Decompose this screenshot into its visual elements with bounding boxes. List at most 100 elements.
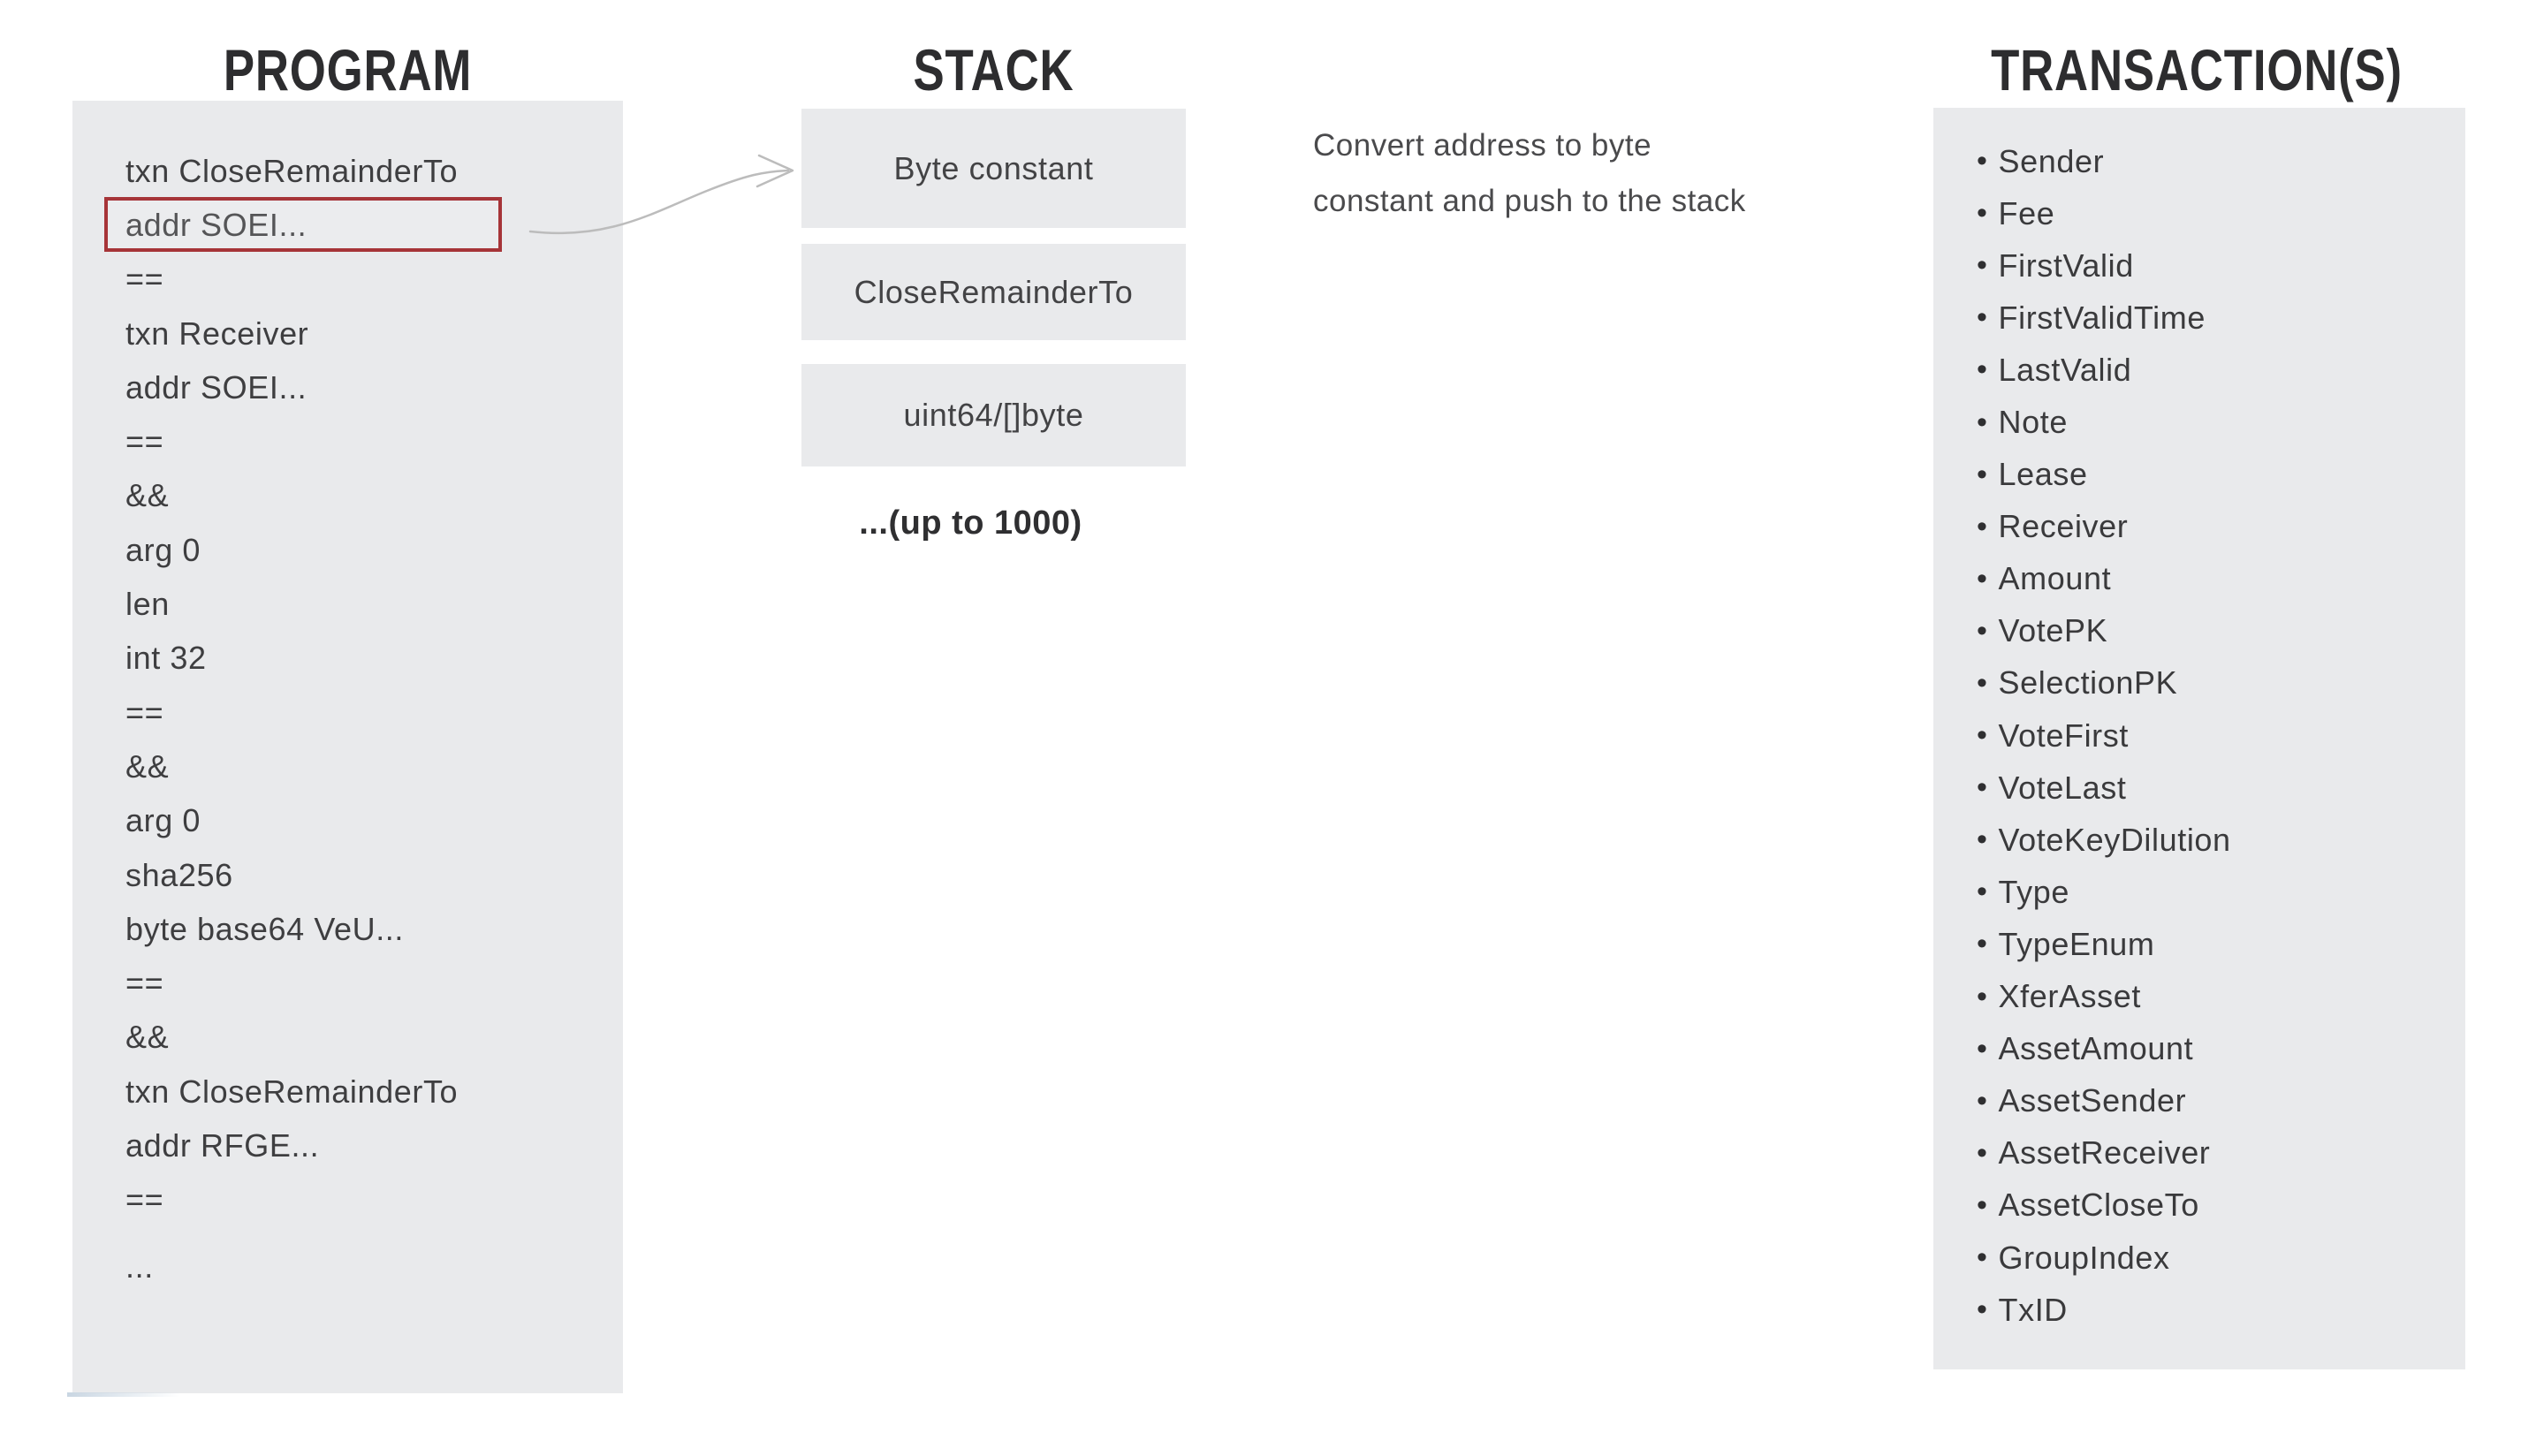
transaction-field: • VotePK	[1977, 605, 2465, 657]
program-line: txn CloseRemainderTo	[125, 152, 459, 189]
transaction-field: • FirstValid	[1977, 239, 2465, 292]
bullet-icon: •	[1977, 561, 1988, 595]
program-line: txn Receiver	[125, 315, 309, 352]
transaction-field-label: AssetCloseTo	[1998, 1187, 2199, 1224]
bullet-icon: •	[1977, 353, 1988, 387]
transaction-field-label: FirstValid	[1998, 246, 2134, 284]
transaction-field-label: Amount	[1998, 560, 2112, 597]
bullet-icon: •	[1977, 1293, 1988, 1327]
bullet-icon: •	[1977, 248, 1988, 283]
bullet-icon: •	[1977, 405, 1988, 439]
transaction-field: •TypeEnum	[1977, 918, 2465, 970]
transaction-field: • TxID	[1977, 1284, 2465, 1336]
transaction-field-label: AssetReceiver	[1998, 1134, 2211, 1172]
accent-line	[67, 1392, 180, 1397]
program-panel: txn CloseRemainderTo addr SOEI... == txn…	[72, 101, 623, 1393]
bullet-icon: •	[1977, 1135, 1988, 1170]
transaction-field-label: Note	[1998, 404, 2068, 441]
transaction-field-label: GroupIndex	[1998, 1239, 2170, 1276]
transaction-field: • Sender	[1977, 135, 2465, 187]
transaction-field-label: XferAsset	[1998, 978, 2141, 1015]
stack-item-closeremainderto: CloseRemainderTo	[801, 244, 1186, 340]
program-line: byte base64 VeU...	[125, 910, 405, 947]
bullet-icon: •	[1977, 509, 1988, 543]
program-line: txn CloseRemainderTo	[125, 1073, 459, 1110]
bullet-icon: •	[1977, 196, 1988, 231]
stack-column-title: STACK	[913, 37, 1074, 102]
transaction-field-label: LastValid	[1998, 351, 2132, 388]
annotation-line-1: Convert address to byte	[1313, 128, 1652, 163]
transaction-field: • Receiver	[1977, 501, 2465, 553]
transaction-field-label: VoteKeyDilution	[1998, 821, 2231, 858]
transaction-field: • AssetSender	[1977, 1075, 2465, 1127]
transaction-field-label: TxID	[1998, 1291, 2068, 1328]
bullet-icon: •	[1977, 927, 1988, 961]
transaction-field-label: Receiver	[1998, 508, 2129, 545]
bullet-icon: •	[1977, 665, 1988, 700]
bullet-icon: •	[1977, 823, 1988, 857]
curved-arrow-icon	[528, 154, 794, 235]
bullet-icon: •	[1977, 875, 1988, 909]
transactions-panel: • Sender • Fee • FirstValid • FirstValidTime…	[1933, 108, 2465, 1369]
program-line: ==	[125, 1181, 164, 1218]
transaction-field-label: Lease	[1998, 456, 2088, 493]
transaction-field: • Fee	[1977, 187, 2465, 239]
program-line: &&	[125, 1019, 170, 1056]
transaction-field-label: Type	[1998, 873, 2069, 910]
bullet-icon: •	[1977, 718, 1988, 753]
transaction-field: • Amount	[1977, 553, 2465, 605]
transaction-field-label: VoteLast	[1998, 769, 2127, 806]
bullet-icon: •	[1977, 613, 1988, 648]
program-line: ==	[125, 694, 164, 731]
bullet-icon: •	[1977, 1240, 1988, 1275]
transaction-field-label: AssetSender	[1998, 1082, 2187, 1119]
program-line: &&	[125, 747, 170, 785]
transaction-field: • AssetAmount	[1977, 1023, 2465, 1075]
program-line: arg 0	[125, 802, 201, 839]
transaction-field: • VoteKeyDilution	[1977, 814, 2465, 866]
transaction-field-label: Sender	[1998, 142, 2105, 179]
bullet-icon: •	[1977, 770, 1988, 805]
annotation-line-2: constant and push to the stack	[1313, 184, 1746, 218]
program-line: sha256	[125, 856, 233, 893]
transaction-field: • Lease	[1977, 449, 2465, 501]
program-code-listing: txn CloseRemainderTo addr SOEI... == txn…	[72, 101, 623, 1293]
bullet-icon: •	[1977, 1083, 1988, 1118]
transaction-field: • Note	[1977, 396, 2465, 448]
transaction-field-label: VotePK	[1998, 612, 2108, 649]
program-line: ...	[125, 1247, 154, 1285]
transaction-field: • SelectionPK	[1977, 657, 2465, 709]
bullet-icon: •	[1977, 1187, 1988, 1222]
transaction-field: •XferAsset	[1977, 971, 2465, 1023]
transaction-field: • FirstValidTime	[1977, 292, 2465, 344]
bullet-icon: •	[1977, 300, 1988, 335]
program-line: ==	[125, 965, 164, 1002]
program-line: int 32	[125, 640, 207, 677]
program-line: addr SOEI...	[125, 368, 308, 406]
transaction-field: • LastValid	[1977, 344, 2465, 396]
transaction-fields-list: • Sender • Fee • FirstValid • FirstValidTime…	[1933, 108, 2465, 1336]
program-line: arg 0	[125, 531, 201, 568]
bullet-icon: •	[1977, 144, 1988, 178]
bullet-icon: •	[1977, 457, 1988, 491]
program-line-highlighted: addr SOEI...	[125, 206, 308, 243]
stack-item-uint64-byte: uint64/[]byte	[801, 364, 1186, 466]
arrow-annotation: Convert address to byte constant and pus…	[1313, 118, 1746, 229]
transaction-field: • GroupIndex	[1977, 1232, 2465, 1284]
stack-capacity-note: ...(up to 1000)	[859, 504, 1082, 542]
transaction-field: • AssetCloseTo	[1977, 1179, 2465, 1232]
transaction-field: • AssetReceiver	[1977, 1127, 2465, 1179]
highlight-box	[104, 197, 502, 252]
transaction-field-label: Fee	[1998, 194, 2055, 231]
transaction-field-label: FirstValidTime	[1998, 299, 2206, 336]
transactions-column-title: TRANSACTION(S)	[1991, 37, 2403, 102]
stack-item-byte-constant: Byte constant	[801, 109, 1186, 228]
program-line: ==	[125, 261, 164, 298]
transaction-field: • Type	[1977, 866, 2465, 918]
program-line: addr RFGE...	[125, 1126, 320, 1164]
program-line: ==	[125, 423, 164, 460]
transaction-field-label: AssetAmount	[1998, 1030, 2194, 1067]
transaction-field-label: SelectionPK	[1998, 664, 2178, 701]
bullet-icon: •	[1977, 1031, 1988, 1065]
program-line: &&	[125, 477, 170, 514]
